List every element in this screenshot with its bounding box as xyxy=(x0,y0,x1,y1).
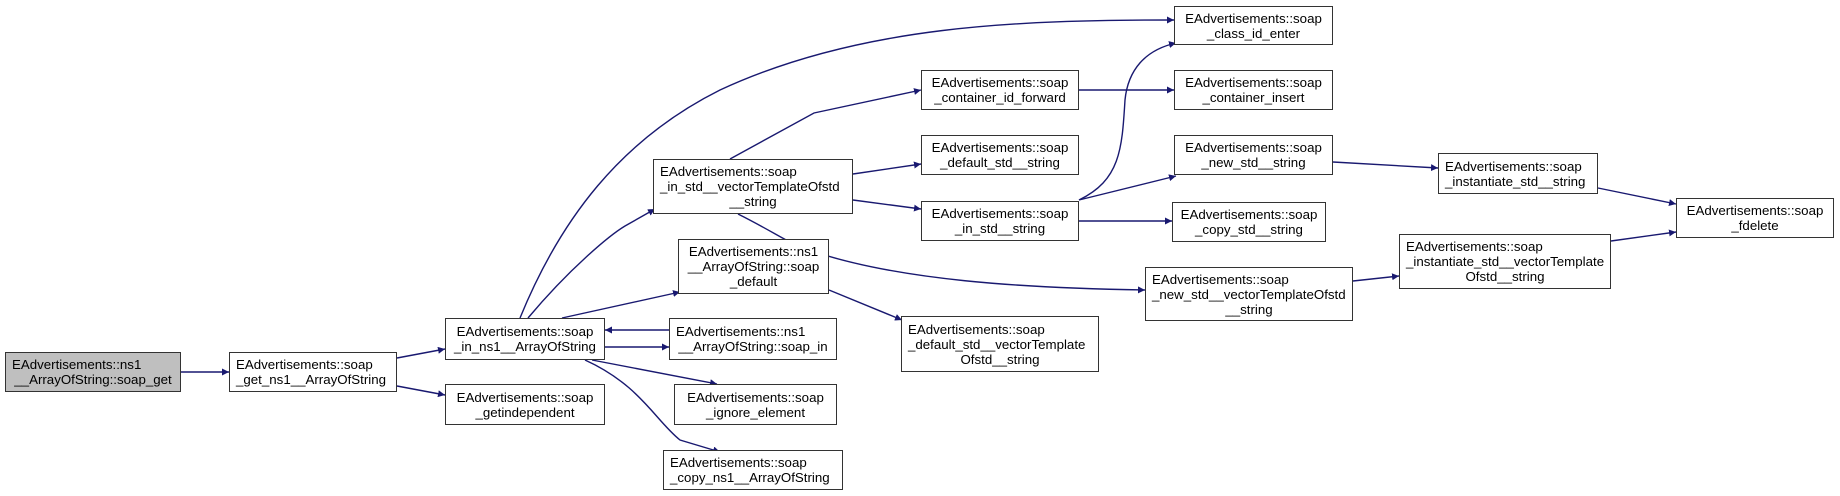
node-label-line: _instantiate_std__string xyxy=(1445,173,1586,189)
node-label-line: Ofstd__string xyxy=(1465,269,1545,284)
node-soap-in-ns1-arrayofstring[interactable]: EAdvertisements::soap_in_ns1__ArrayOfStr… xyxy=(445,318,605,360)
node-label-line: EAdvertisements::soap xyxy=(931,206,1069,221)
edge-in-ns1-to-ignore-element xyxy=(591,359,718,387)
edge-get-ns1-to-getindependent xyxy=(396,385,446,398)
node-label-line: EAdvertisements::soap xyxy=(1185,75,1322,90)
node-label-line: __ArrayOfString::soap xyxy=(687,259,820,274)
node-label-line: _instantiate_std__vectorTemplate xyxy=(1406,254,1605,269)
node-soap-copy-std-string[interactable]: EAdvertisements::soap_copy_std__string xyxy=(1172,202,1326,242)
node-label-line: _default_std__string xyxy=(940,155,1060,170)
node-label-line: EAdvertisements::soap xyxy=(660,164,797,179)
node-soap-class-id-enter[interactable]: EAdvertisements::soap_class_id_enter xyxy=(1174,6,1333,45)
node-soap-instantiate-std-string[interactable]: EAdvertisements::soap_instantiate_std__s… xyxy=(1438,153,1598,194)
node-label-line: __string xyxy=(1225,301,1273,317)
node-label-line: __string xyxy=(729,194,777,209)
node-label-line: _copy_std__string xyxy=(1195,222,1303,237)
edge-in-ns1-to-copy-ns1 xyxy=(584,359,721,454)
edge-in-vector-to-new-std-vector xyxy=(737,213,1146,294)
node-label-line: EAdvertisements::soap xyxy=(236,357,373,372)
node-soap-getindependent[interactable]: EAdvertisements::soap_getindependent xyxy=(445,384,605,425)
node-label-line: _default_std__vectorTemplate xyxy=(908,336,1086,352)
node-ns1-arrayofstring-soap-in[interactable]: EAdvertisements::ns1__ArrayOfString::soa… xyxy=(669,318,837,360)
node-label-line: _container_id_forward xyxy=(934,90,1066,105)
edge-in-ns1-to-class-id-enter xyxy=(519,16,1175,319)
node-soap-new-std-vector-template[interactable]: EAdvertisements::soap_new_std__vectorTem… xyxy=(1145,267,1353,321)
edge-new-std-vector-to-instantiate-std-vector xyxy=(1352,273,1400,282)
node-label-line: _new_std__vectorTemplateOfstd xyxy=(1152,286,1346,302)
edge-instantiate-std-string-to-fdelete xyxy=(1597,187,1677,207)
node-label-line: EAdvertisements::soap xyxy=(1185,10,1322,26)
edge-instantiate-std-vector-to-fdelete xyxy=(1610,229,1677,242)
node-label-line: _in_ns1__ArrayOfString xyxy=(454,339,596,354)
node-label-line: _getindependent xyxy=(475,404,575,420)
node-label-line: EAdvertisements::ns1 xyxy=(688,244,819,259)
node-label-line: _in_std__string xyxy=(954,221,1046,236)
node-root-soap-get[interactable]: EAdvertisements::ns1__ArrayOfString::soa… xyxy=(5,352,181,392)
node-label-line: EAdvertisements::soap xyxy=(456,324,594,339)
edge-get-ns1-to-in-ns1 xyxy=(396,346,446,359)
node-ns1-arrayofstring-soap-default[interactable]: EAdvertisements::ns1__ArrayOfString::soa… xyxy=(678,239,829,294)
node-label-line: EAdvertisements::soap xyxy=(1185,140,1322,155)
node-soap-in-std-vector-template[interactable]: EAdvertisements::soap_in_std__vectorTemp… xyxy=(653,159,853,214)
node-label-line: EAdvertisements::soap xyxy=(1406,239,1543,254)
node-soap-instantiate-std-vector-template[interactable]: EAdvertisements::soap_instantiate_std__v… xyxy=(1399,234,1611,289)
node-soap-new-std-string[interactable]: EAdvertisements::soap_new_std__string xyxy=(1174,135,1333,175)
node-label-line: _new_std__string xyxy=(1201,155,1306,170)
edge-in-vector-to-default-std-string xyxy=(852,161,922,175)
edge-in-vector-to-container-id-forward xyxy=(729,88,922,160)
node-label-line: EAdvertisements::soap xyxy=(1686,203,1824,218)
edge-in-ns1-to-in-vector xyxy=(527,208,656,319)
node-soap-get-ns1-arrayofstring[interactable]: EAdvertisements::soap_get_ns1__ArrayOfSt… xyxy=(229,352,397,392)
node-label-line: _ignore_element xyxy=(705,404,806,420)
node-label-line: _in_std__vectorTemplateOfstd xyxy=(660,179,840,194)
node-label-line: _copy_ns1__ArrayOfString xyxy=(670,470,830,485)
node-soap-ignore-element[interactable]: EAdvertisements::soap_ignore_element xyxy=(674,384,837,425)
node-soap-default-std-vector-template[interactable]: EAdvertisements::soap_default_std__vecto… xyxy=(901,316,1099,372)
node-label-line: __ArrayOfString::soap_in xyxy=(678,339,828,354)
node-label-line: EAdvertisements::soap xyxy=(1152,271,1289,287)
node-soap-container-id-forward[interactable]: EAdvertisements::soap_container_id_forwa… xyxy=(921,70,1079,110)
node-label-line: _default xyxy=(729,274,778,289)
edge-in-ns1-to-ns1-default xyxy=(561,290,681,319)
node-label-line: __ArrayOfString::soap_get xyxy=(14,372,172,387)
node-label-line: _container_insert xyxy=(1202,90,1305,105)
node-soap-copy-ns1-arrayofstring[interactable]: EAdvertisements::soap_copy_ns1__ArrayOfS… xyxy=(663,450,843,490)
node-label-line: EAdvertisements::soap xyxy=(670,455,807,470)
edge-in-std-string-to-class-id-enter xyxy=(1078,41,1177,201)
node-label-line: EAdvertisements::soap xyxy=(931,140,1069,155)
node-label-line: EAdvertisements::soap xyxy=(687,389,824,405)
node-label-line: EAdvertisements::soap xyxy=(1180,207,1318,222)
node-label-line: EAdvertisements::soap xyxy=(1445,158,1582,174)
edge-new-std-string-to-instantiate-std-string xyxy=(1332,161,1439,172)
node-label-line: EAdvertisements::soap xyxy=(456,389,594,405)
node-label-line: _class_id_enter xyxy=(1206,25,1301,41)
edge-in-vector-to-in-std-string xyxy=(852,199,922,212)
node-label-line: EAdvertisements::soap xyxy=(931,75,1069,90)
node-label-line: _fdelete xyxy=(1731,218,1779,233)
edge-in-std-string-to-new-std-string xyxy=(1078,174,1177,201)
node-soap-in-std-string[interactable]: EAdvertisements::soap_in_std__string xyxy=(921,201,1079,241)
node-soap-fdelete[interactable]: EAdvertisements::soap_fdelete xyxy=(1676,198,1834,238)
node-label-line: EAdvertisements::soap xyxy=(908,321,1045,337)
edge-ns1-default-to-default-std-vector xyxy=(828,289,903,321)
node-label-line: EAdvertisements::ns1 xyxy=(676,324,806,339)
node-soap-container-insert[interactable]: EAdvertisements::soap_container_insert xyxy=(1174,70,1333,110)
node-label-line: Ofstd__string xyxy=(960,351,1040,367)
node-label-line: _get_ns1__ArrayOfString xyxy=(236,372,387,387)
node-label-line: EAdvertisements::ns1 xyxy=(12,357,142,372)
node-soap-default-std-string[interactable]: EAdvertisements::soap_default_std__strin… xyxy=(921,135,1079,175)
